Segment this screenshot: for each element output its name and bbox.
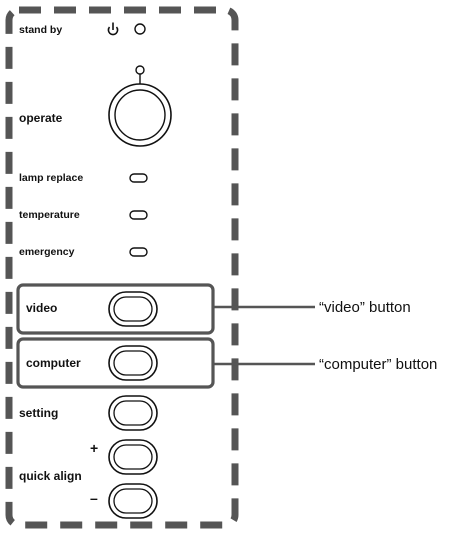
temperature-label: temperature: [19, 209, 80, 221]
emergency-indicator-light: [129, 247, 148, 257]
plus-sign: +: [90, 440, 99, 456]
quick-align-label: quick align: [19, 469, 82, 483]
power-icon: [107, 22, 119, 36]
computer-button[interactable]: [108, 345, 158, 381]
operate-button[interactable]: [108, 83, 172, 147]
operate-indicator-light: [135, 65, 145, 75]
minus-sign: –: [90, 490, 98, 506]
setting-button[interactable]: [108, 395, 158, 431]
video-callout: “video” button: [319, 299, 411, 316]
computer-label: computer: [26, 356, 81, 370]
video-button[interactable]: [108, 291, 158, 327]
video-label: video: [26, 301, 58, 315]
lamp-replace-indicator-light: [129, 173, 148, 183]
temperature-indicator-light: [129, 210, 148, 220]
emergency-label: emergency: [19, 246, 75, 258]
standby-label: stand by: [19, 24, 63, 36]
setting-label: setting: [19, 406, 59, 420]
computer-callout: “computer” button: [319, 356, 438, 373]
lamp-replace-label: lamp replace: [19, 172, 84, 184]
panel-outline: [5, 6, 239, 529]
quick-align-minus-button[interactable]: [108, 483, 158, 519]
operate-label: operate: [19, 111, 63, 125]
quick-align-plus-button[interactable]: [108, 439, 158, 475]
standby-indicator-light: [134, 23, 146, 35]
video-highlight-box: [16, 283, 215, 335]
